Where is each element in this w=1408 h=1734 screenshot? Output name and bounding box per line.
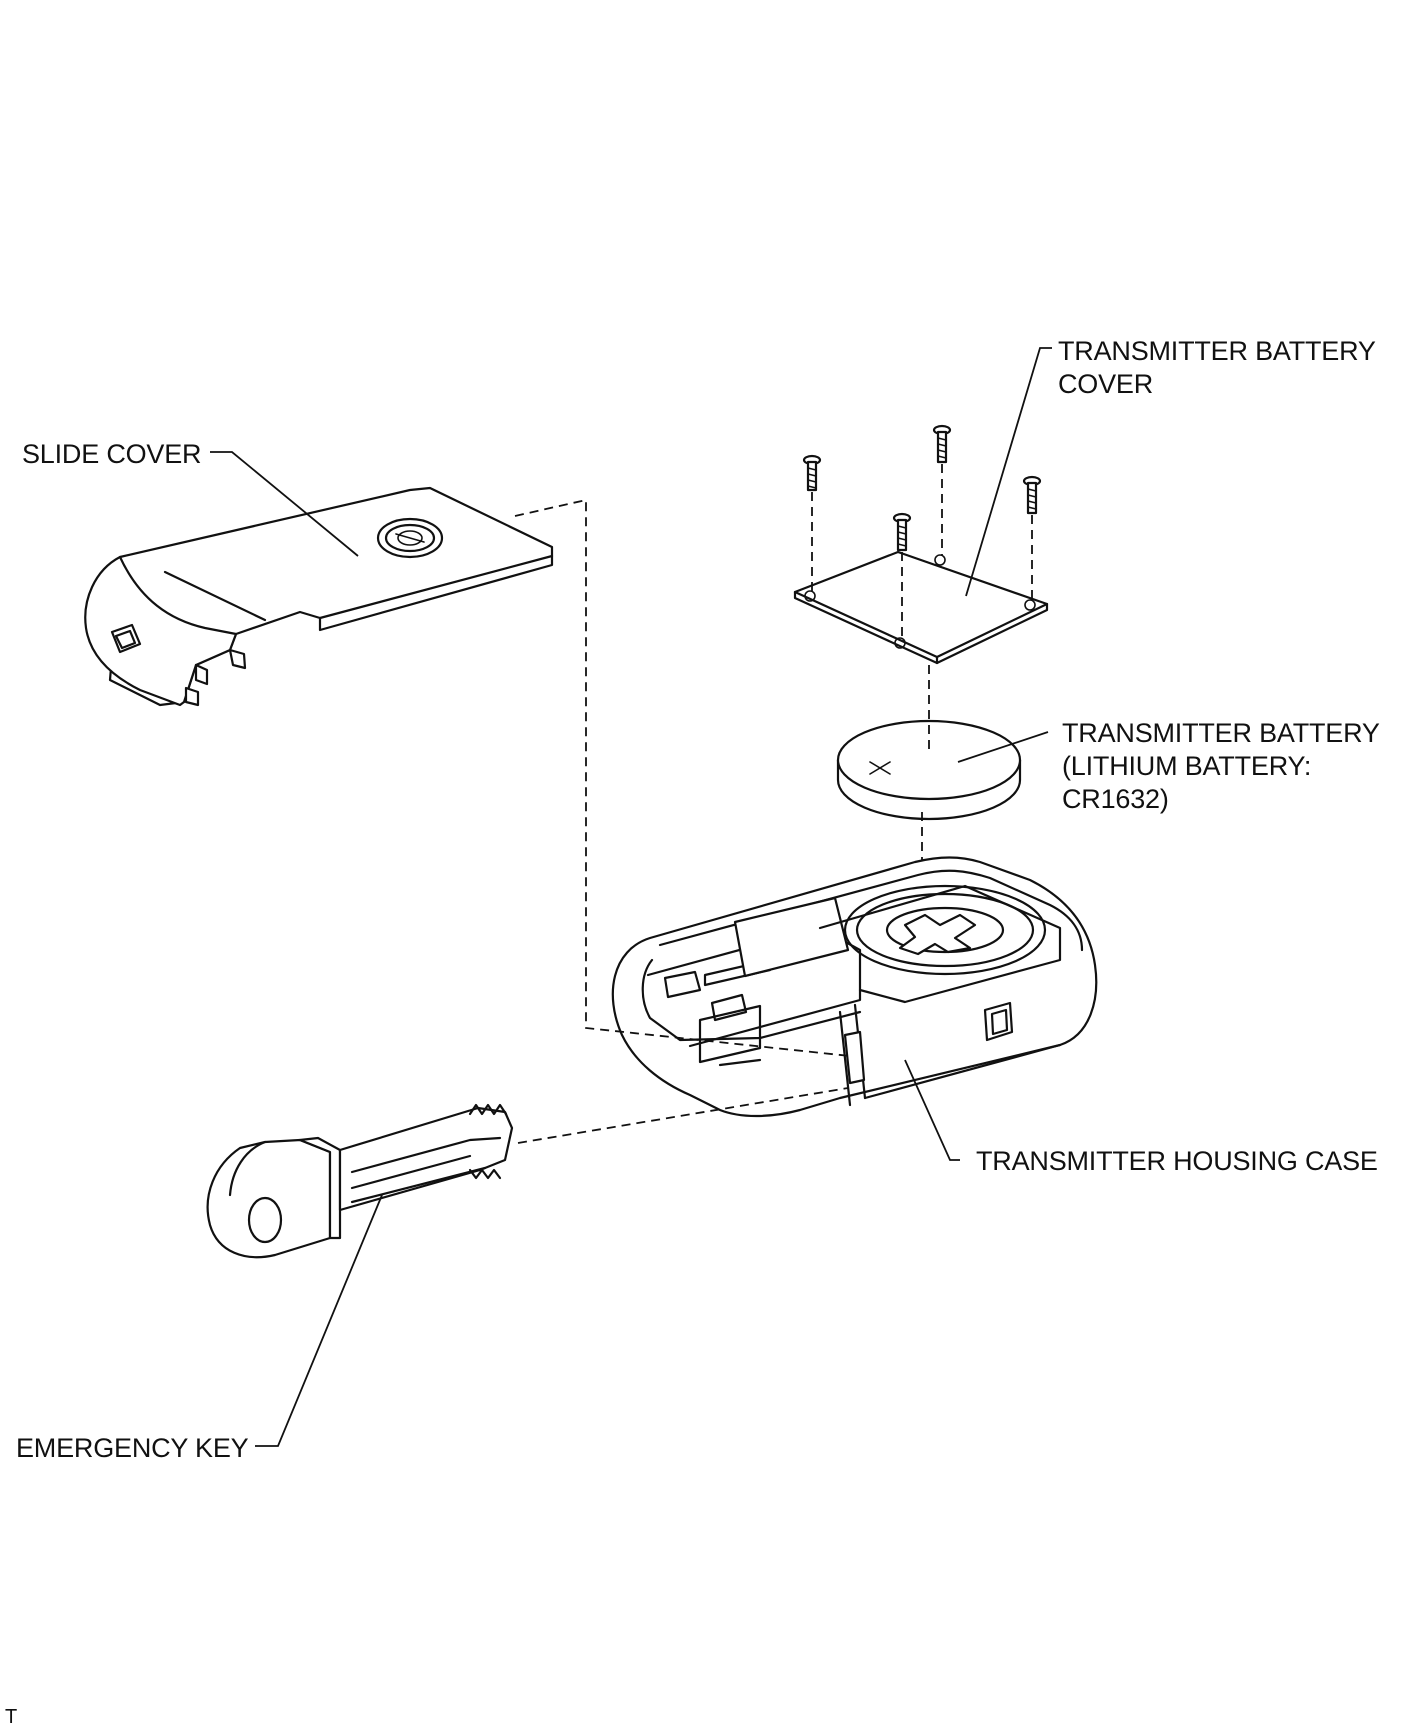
label-leader-lines (210, 347, 1052, 1447)
label-housing-case: TRANSMITTER HOUSING CASE (976, 1146, 1378, 1176)
transmitter-housing-case-part (611, 856, 1098, 1118)
screw-icon (1022, 475, 1042, 515)
label-battery-line2: (LITHIUM BATTERY: (1062, 751, 1312, 781)
label-emergency-key: EMERGENCY KEY (16, 1433, 249, 1463)
assembly-guide-lines (514, 498, 851, 1144)
battery-cover-screws (802, 424, 1042, 640)
screw-icon (802, 454, 822, 492)
screw-icon (892, 512, 912, 552)
coin-battery-part (836, 719, 1022, 821)
corner-mark: T (5, 1706, 18, 1728)
slide-cover-part (84, 486, 554, 707)
toyota-logo-emblem (376, 517, 444, 559)
label-battery-cover-line2: COVER (1058, 369, 1154, 399)
screw-icon (932, 424, 952, 464)
label-battery-line3: CR1632) (1062, 784, 1169, 814)
label-slide-cover: SLIDE COVER (22, 439, 202, 469)
label-battery-line1: TRANSMITTER BATTERY (1062, 718, 1380, 748)
battery-cover-part (793, 550, 1049, 665)
battery-plus-symbol (869, 761, 891, 775)
emergency-key-part (206, 1103, 514, 1259)
label-battery-cover-line1: TRANSMITTER BATTERY (1058, 336, 1376, 366)
